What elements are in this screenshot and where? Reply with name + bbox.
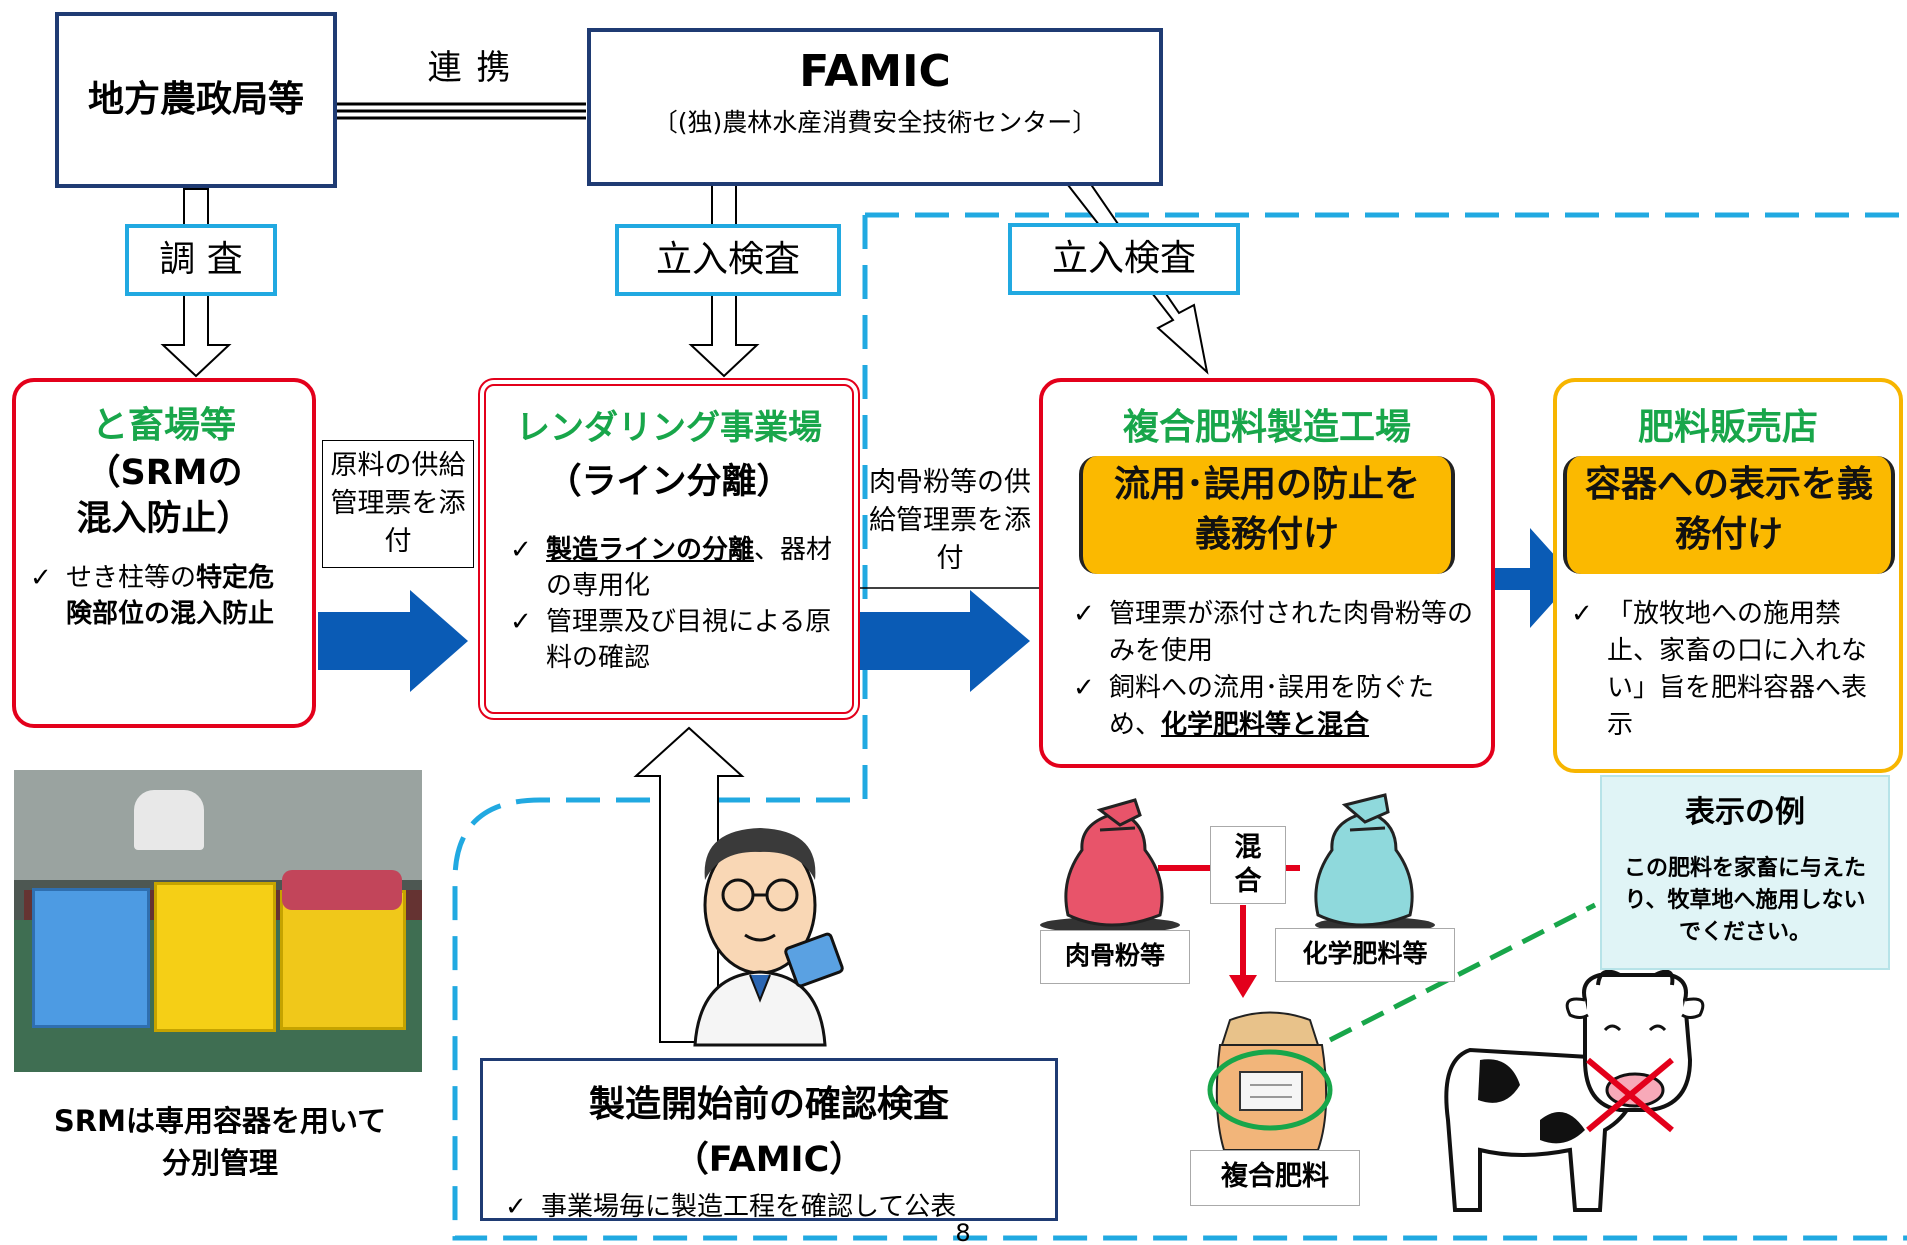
rendering-checklist: 製造ラインの分離、器材の専用化 管理票及び目視による原料の確認 (510, 532, 842, 676)
slaughterhouse-sub2: 混入防止） (76, 499, 252, 539)
fertilizer-shop-check-item: 「放牧地への施用禁止、家畜の口に入れない」旨を肥料容器へ表示 (1571, 596, 1889, 744)
pre-inspection-check-item: 事業場毎に製造工程を確認して公表 (505, 1190, 1055, 1224)
inspection-label-box-1: 立入検査 (615, 224, 841, 296)
inspection-label-1: 立入検査 (655, 239, 800, 280)
inspection-label-box-2: 立入検査 (1008, 223, 1240, 295)
label-example-text: この肥料を家畜に与えたり、牧草地へ施用しないでください。 (1623, 856, 1866, 945)
bone-meal-bag-icon (1040, 798, 1180, 933)
supply-slip-2: 肉骨粉等の供給管理票を添付 (862, 460, 1038, 586)
inspector-icon (693, 828, 844, 1047)
mix-label-box: 混合 (1210, 826, 1286, 904)
compound-factory-box: 複合肥料製造工場 流用･誤用の防止を義務付け 管理票が添付された肉骨粉等のみを使… (1039, 378, 1495, 768)
survey-label: 調 査 (159, 239, 243, 280)
rendering-title: レンダリング事業場 (516, 408, 822, 448)
chemical-fertilizer-label-box: 化学肥料等 (1275, 928, 1455, 982)
famic-box: FAMIC 〔(独)農林水産消費安全技術センター〕 (587, 28, 1163, 186)
fertilizer-shop-checklist: 「放牧地への施用禁止、家畜の口に入れない」旨を肥料容器へ表示 (1571, 596, 1889, 744)
slaughterhouse-box: と畜場等 （SRMの 混入防止） せき柱等の特定危険部位の混入防止 (12, 378, 316, 728)
supply-slip-2-text: 肉骨粉等の供給管理票を添付 (869, 467, 1031, 574)
flow-arrow-1 (318, 590, 468, 692)
pre-inspection-sub: （FAMIC） (673, 1140, 865, 1180)
page-number: 8 (955, 1222, 971, 1244)
inspection-label-2: 立入検査 (1051, 238, 1196, 279)
mix-down-arrowhead (1229, 975, 1257, 998)
chemical-fertilizer-label: 化学肥料等 (1302, 939, 1428, 968)
srm-containers-photo (14, 770, 422, 1072)
compound-factory-check-item-1: 管理票が添付された肉骨粉等のみを使用 (1073, 596, 1475, 670)
bone-meal-label-box: 肉骨粉等 (1040, 930, 1190, 984)
mix-label: 混合 (1234, 832, 1262, 897)
inspection-arrow-2 (1066, 181, 1209, 375)
slaughterhouse-sub1: （SRMの (85, 453, 243, 493)
rendering-plant-box: レンダリング事業場 （ライン分離） 製造ラインの分離、器材の専用化 管理票及び目… (478, 378, 860, 720)
compound-fertilizer-bag-icon (1207, 1011, 1333, 1151)
pre-inspection-title: 製造開始前の確認検査 (588, 1084, 949, 1125)
compound-factory-title: 複合肥料製造工場 (1122, 407, 1411, 448)
rendering-sub: （ライン分離） (546, 462, 792, 502)
pre-inspection-box: 製造開始前の確認検査 （FAMIC） 事業場毎に製造工程を確認して公表 (480, 1058, 1058, 1224)
compound-factory-check-item-2: 飼料への流用･誤用を防ぐため、化学肥料等と混合 (1073, 670, 1475, 744)
survey-label-box: 調 査 (125, 224, 277, 296)
chemical-fertilizer-bag-icon (1314, 793, 1435, 933)
label-example-box: 表示の例 この肥料を家畜に与えたり、牧草地へ施用しないでください。 (1600, 775, 1890, 970)
compound-fertilizer-label-box: 複合肥料 (1190, 1150, 1360, 1206)
link-label: 連 携 (427, 48, 513, 88)
fertilizer-shop-box: 肥料販売店 容器への表示を義務付け 「放牧地への施用禁止、家畜の口に入れない」旨… (1553, 378, 1903, 773)
photo-caption: SRMは専用容器を用いて分別管理 (53, 1104, 387, 1180)
supply-slip-1: 原料の供給管理票を添付 (322, 440, 474, 568)
supply-slip-1-text: 原料の供給管理票を添付 (330, 450, 466, 557)
regional-bureau-label: 地方農政局等 (87, 79, 304, 120)
famic-title: FAMIC (799, 46, 951, 97)
flow-arrow-2 (860, 590, 1030, 692)
pre-inspection-checklist: 事業場毎に製造工程を確認して公表 (505, 1190, 1055, 1224)
fertilizer-shop-title: 肥料販売店 (1637, 407, 1818, 448)
regional-bureau-box: 地方農政局等 (55, 12, 337, 188)
compound-factory-obligation: 流用･誤用の防止を義務付け (1079, 456, 1455, 574)
compound-fertilizer-label: 複合肥料 (1221, 1161, 1329, 1192)
slaughterhouse-title: と畜場等 (91, 405, 236, 446)
rendering-check-item-2: 管理票及び目視による原料の確認 (510, 604, 842, 676)
cow-icon (1444, 969, 1705, 1212)
compound-factory-checklist: 管理票が添付された肉骨粉等のみを使用 飼料への流用･誤用を防ぐため、化学肥料等と… (1073, 596, 1475, 744)
fertilizer-shop-obligation: 容器への表示を義務付け (1563, 456, 1895, 574)
label-example-title: 表示の例 (1685, 795, 1805, 830)
label-pointer-line (1328, 902, 1597, 1043)
bone-meal-label: 肉骨粉等 (1064, 941, 1165, 970)
slaughterhouse-check-item: せき柱等の特定危険部位の混入防止 (30, 560, 300, 632)
flow-arrow-3 (1494, 528, 1575, 628)
famic-subtitle: 〔(独)農林水産消費安全技術センター〕 (652, 108, 1098, 137)
slaughterhouse-checklist: せき柱等の特定危険部位の混入防止 (30, 560, 300, 632)
rendering-check-item-1: 製造ラインの分離、器材の専用化 (510, 532, 842, 604)
dashed-region-outline (452, 215, 1907, 1241)
